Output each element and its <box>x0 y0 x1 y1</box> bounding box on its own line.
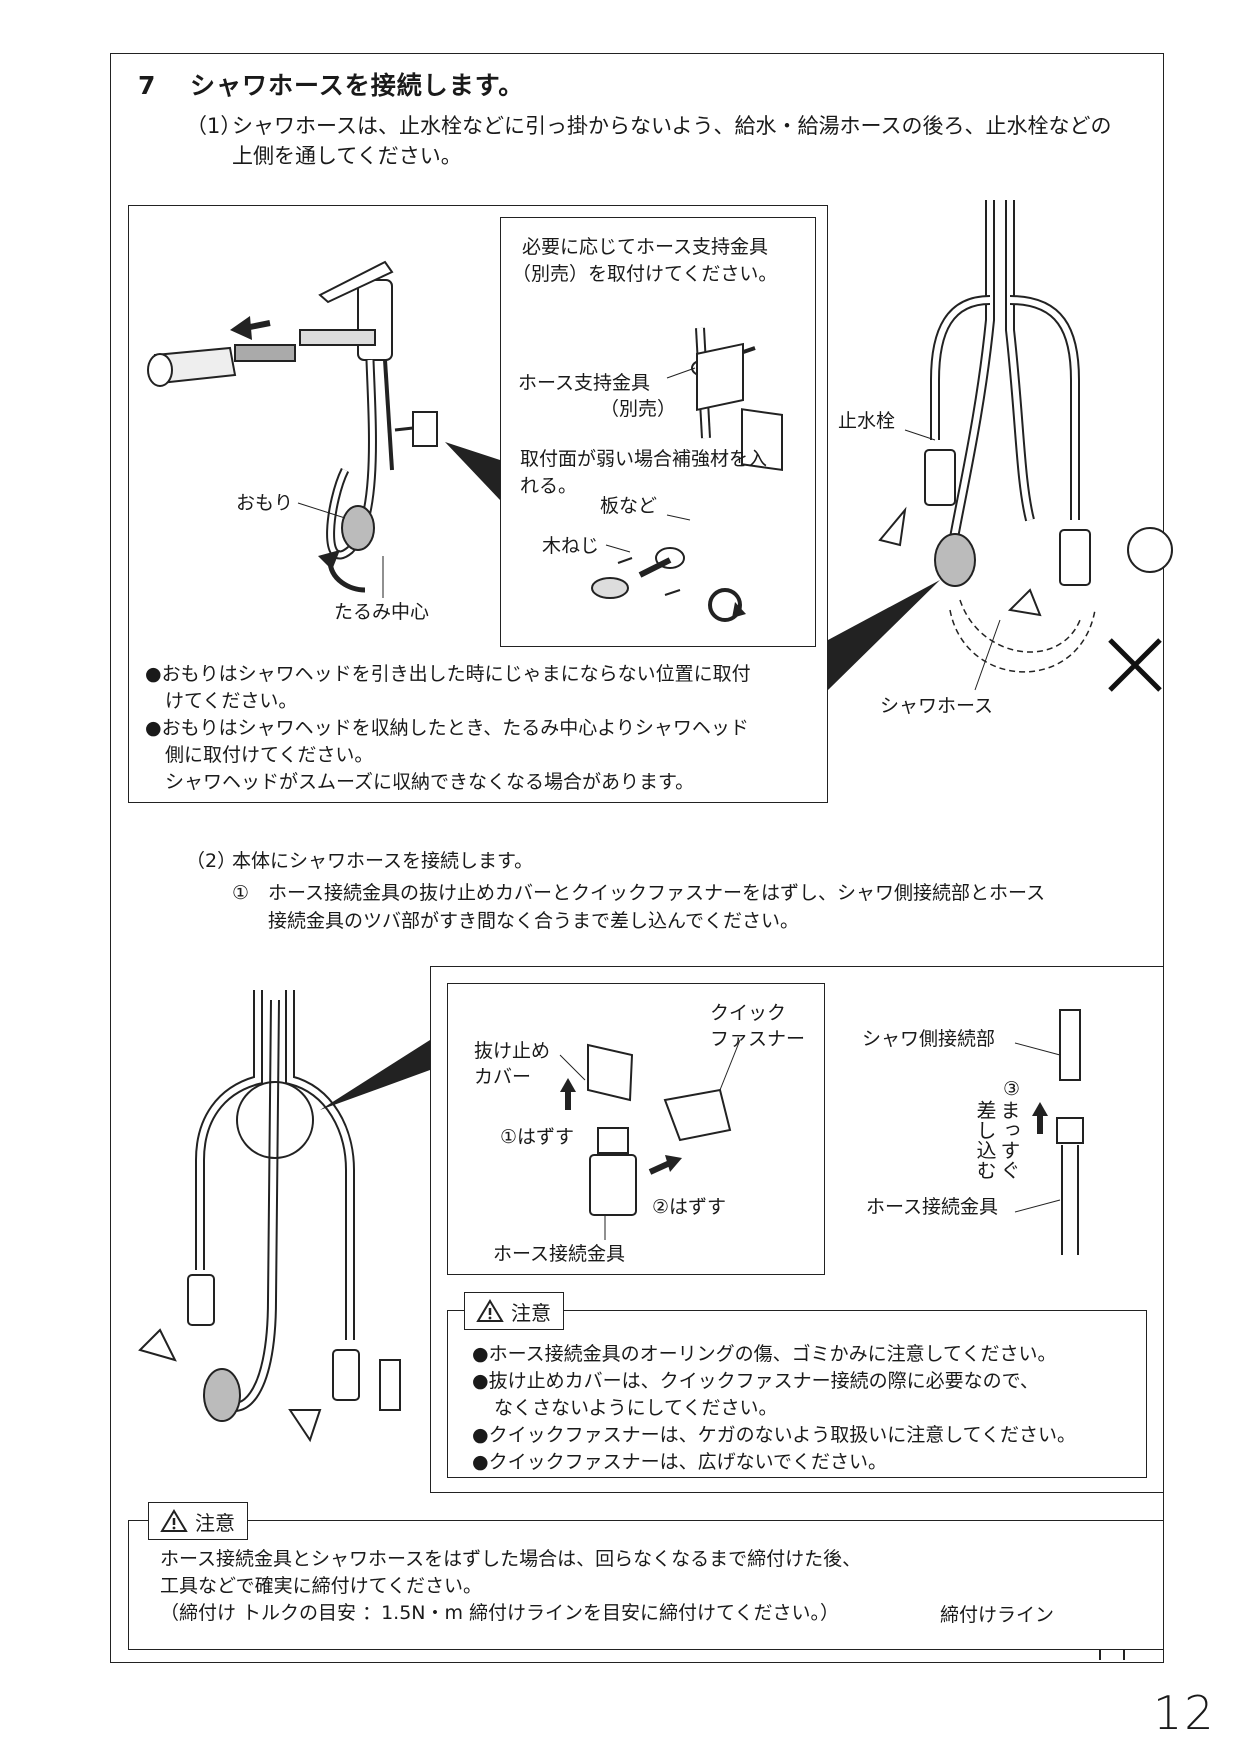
caution1-item2-line1: ●抜け止めカバーは、クイックファスナー接続の際に必要なので、 <box>472 1370 1039 1392</box>
step2-sub-line2: 接続金具のツバ部がすき間なく合うまで差し込んでください。 <box>268 910 800 932</box>
weak-text-line2: れる。 <box>520 475 578 497</box>
caution1-box <box>447 1310 1147 1478</box>
caution2-line2: 工具などで確実に締付けてください。 <box>160 1575 483 1597</box>
step1-text-line1: シャワホースは、止水栓などに引っ掛からないよう、給水・給湯ホースの後ろ、止水栓な… <box>232 114 1112 138</box>
caution1-item1: ●ホース接続金具のオーリングの傷、ゴミかみに注意してください。 <box>472 1343 1057 1365</box>
caution2-box <box>128 1520 1164 1650</box>
arrow-icon <box>230 316 252 340</box>
label-fitting2: ホース接続金具 <box>866 1196 999 1218</box>
label-cover-line1: 抜け止め <box>474 1040 551 1062</box>
page-frame <box>110 53 1164 1663</box>
inset-text-line1: 必要に応じてホース支持金具 <box>522 236 769 258</box>
note2-line2: 側に取付けてください。 <box>165 744 374 766</box>
label-valve: 止水栓 <box>838 410 896 432</box>
step2-sub-line1: ホース接続金具の抜け止めカバーとクイックファスナーをはずし、シャワ側接続部とホー… <box>268 882 1046 904</box>
caution1-tab: 注意 <box>464 1292 564 1330</box>
label-tighten-line: 締付けライン <box>940 1604 1055 1626</box>
label-cover-line2: カバー <box>474 1066 532 1088</box>
caution1-item4: ●クイックファスナーは、広げないでください。 <box>472 1451 888 1473</box>
caution2-title: 注意 <box>195 1510 235 1535</box>
label-insert-col1: まっすぐ <box>997 1100 1021 1180</box>
label-screw: 木ねじ <box>542 535 600 557</box>
inset-text-line2: （別売）を取付けてください。 <box>512 263 778 285</box>
note2-line3: シャワヘッドがスムーズに収納できなくなる場合があります。 <box>165 771 695 793</box>
label-bracket-line2: （別売） <box>600 398 677 420</box>
label-tarumi: たるみ中心 <box>334 601 430 623</box>
caution2-tab: 注意 <box>148 1502 248 1540</box>
label-insert-col2: 差し込む <box>973 1100 997 1180</box>
step2-sub-label: ① <box>232 882 250 904</box>
label-shower-side: シャワ側接続部 <box>862 1028 996 1050</box>
label-remove2: ②はずす <box>652 1196 727 1218</box>
label-shower-hose: シャワホース <box>880 695 994 717</box>
caution1-item2-line2: なくさないようにしてください。 <box>494 1397 778 1419</box>
step1-label: （1） <box>186 114 242 138</box>
caution1-title: 注意 <box>511 1300 551 1325</box>
faucet-lever <box>318 260 394 304</box>
omori-weight <box>341 505 375 551</box>
step1-text-line2: 上側を通してください。 <box>232 144 462 168</box>
step2-label: （2） <box>186 850 237 872</box>
arrow-up-icon <box>560 1078 576 1092</box>
warning-triangle-icon <box>160 1509 188 1532</box>
warning-triangle-icon <box>476 1299 504 1322</box>
note1-line2: けてください。 <box>165 690 298 712</box>
caution2-line3: （締付け トルクの目安 ：1.5N・m 締付けラインを目安に締付けてください。） <box>160 1602 839 1624</box>
label-omori: おもり <box>236 492 294 514</box>
label-insert-num: ③ <box>1003 1078 1021 1100</box>
label-fitting: ホース接続金具 <box>493 1243 626 1265</box>
label-remove1: ①はずす <box>500 1126 575 1148</box>
page-number: 12 <box>1153 1686 1216 1740</box>
section-number: 7 <box>138 71 157 100</box>
caution2-line1: ホース接続金具とシャワホースをはずした場合は、回らなくなるまで締付けた後、 <box>160 1548 862 1570</box>
cover-shape <box>587 1043 634 1102</box>
caution1-item3: ●クイックファスナーは、ケガのないよう取扱いに注意してください。 <box>472 1424 1077 1446</box>
cross-mark-icon <box>1108 638 1162 692</box>
weak-text-line1: 取付面が弱い場合補強材を入 <box>520 448 768 470</box>
note1-line1: ●おもりはシャワヘッドを引き出した時にじゃまにならない位置に取付 <box>145 663 751 685</box>
note2-line1: ●おもりはシャワヘッドを収納したとき、たるみ中心よりシャワヘッド <box>145 717 749 739</box>
label-quick-line1: クイック <box>710 1002 787 1024</box>
section-title: シャワホースを接続します。 <box>190 71 525 100</box>
figure3-inset <box>447 983 825 1275</box>
label-bracket-line1: ホース支持金具 <box>518 372 651 394</box>
step2-text: 本体にシャワホースを接続します。 <box>232 850 534 872</box>
label-quick-line2: ファスナー <box>710 1028 806 1050</box>
label-board: 板など <box>600 495 658 517</box>
